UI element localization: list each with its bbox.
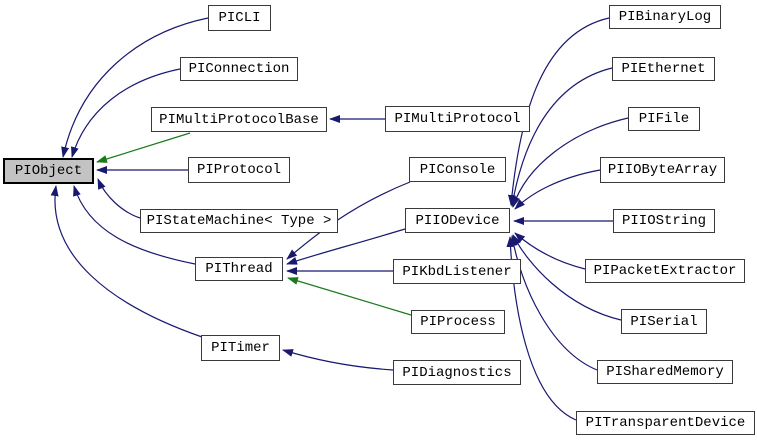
node-PIIODevice[interactable]: PIIODevice <box>405 208 510 233</box>
edge-PIEthernet-to-PIIODevice <box>509 67 613 207</box>
node-PIFile[interactable]: PIFile <box>628 107 700 131</box>
node-PIPacketExtractor[interactable]: PIPacketExtractor <box>585 259 745 283</box>
edge-PISharedMemory-to-PIIODevice <box>509 235 598 371</box>
node-PIIOByteArray[interactable]: PIIOByteArray <box>600 157 725 183</box>
edge-PIIODevice-to-PIThread <box>286 228 406 265</box>
node-PIProcess[interactable]: PIProcess <box>411 310 505 334</box>
node-PIObject: PIObject <box>3 158 94 184</box>
edge-PIStateMachine-to-PIObject <box>97 178 141 219</box>
node-PIMultiProtocol[interactable]: PIMultiProtocol <box>385 106 530 132</box>
node-PITimer[interactable]: PITimer <box>201 335 280 361</box>
node-PISerial[interactable]: PISerial <box>621 309 707 334</box>
edge-PIMultiProtocolBase-to-PIObject <box>96 132 191 163</box>
node-PIEthernet[interactable]: PIEthernet <box>612 57 715 81</box>
node-PIConnection[interactable]: PIConnection <box>180 57 298 81</box>
node-PIMultiProtocolBase[interactable]: PIMultiProtocolBase <box>151 107 327 132</box>
node-PITransparentDevice[interactable]: PITransparentDevice <box>576 411 755 435</box>
edge-PIPacketExtractor-to-PIIODevice <box>514 232 586 270</box>
edge-PIDiagnostics-to-PITimer <box>282 349 394 371</box>
node-PICLI[interactable]: PICLI <box>208 5 271 31</box>
node-PIStateMachine[interactable]: PIStateMachine< Type > <box>140 209 338 233</box>
node-PIDiagnostics[interactable]: PIDiagnostics <box>393 360 521 385</box>
node-PIKbdListener[interactable]: PIKbdListener <box>393 259 521 284</box>
node-PIBinaryLog[interactable]: PIBinaryLog <box>609 5 721 29</box>
node-PIProtocol[interactable]: PIProtocol <box>188 157 290 183</box>
edge-PIIOByteArray-to-PIIODevice <box>514 169 601 210</box>
node-PIThread[interactable]: PIThread <box>195 257 283 281</box>
edge-PICLI-to-PIObject <box>61 17 209 158</box>
node-PIConsole[interactable]: PIConsole <box>409 157 506 182</box>
node-PIIOString[interactable]: PIIOString <box>613 209 715 233</box>
node-PISharedMemory[interactable]: PISharedMemory <box>597 360 733 384</box>
